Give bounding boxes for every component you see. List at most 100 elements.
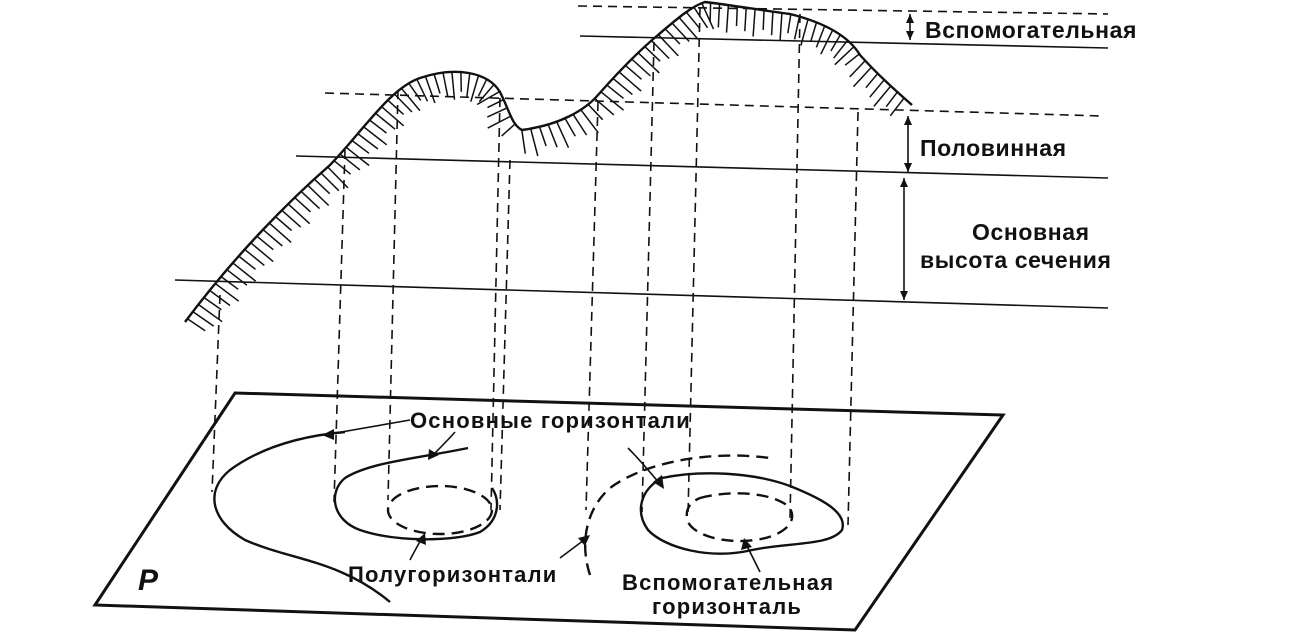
hatch-stroke (232, 262, 257, 282)
dashed-level-top (577, 5, 1109, 15)
label-auxiliary: Вспомогательная (925, 17, 1137, 43)
hatch-stroke (752, 8, 756, 37)
hatch-stroke (478, 84, 495, 103)
hatch-stroke (320, 172, 340, 192)
hatch-stroke (470, 75, 480, 102)
hatch-stroke (486, 107, 508, 118)
terrain-profile (184, 0, 913, 323)
hatch-stroke (363, 126, 388, 146)
left-half-contour (386, 484, 494, 536)
hatch-stroke (477, 78, 488, 97)
hatch-stroke (810, 22, 818, 41)
dashed-level-lines (324, 5, 1109, 117)
label-main-line1: Основная (972, 219, 1090, 245)
label-half: Половинная (920, 135, 1067, 161)
hatch-stroke (250, 242, 274, 263)
hatch-stroke (701, 2, 715, 30)
label-half-contours: Полугоризонтали (348, 562, 558, 587)
hatch-stroke (885, 91, 898, 108)
map-plane (92, 391, 1006, 632)
hatch-stroke (238, 255, 256, 270)
hatch-stroke (203, 296, 222, 311)
projection-lines (211, 7, 859, 526)
label-main-contours: Основные горизонтали (410, 408, 691, 433)
hatch-stroke (442, 72, 449, 97)
hatch-stroke (800, 19, 809, 46)
hatch-stroke (209, 289, 231, 307)
height-dimension-arrows (900, 14, 914, 300)
hatch-stroke (762, 10, 765, 30)
hatch-stroke (618, 71, 642, 92)
hatch-stroke (631, 58, 651, 77)
hatch-stroke (564, 117, 576, 137)
hatch-stroke (345, 146, 370, 167)
hatch-stroke (374, 112, 396, 130)
hatch-stroke (833, 39, 849, 59)
contours (213, 430, 844, 603)
right-half-contour (584, 454, 771, 576)
hatch-stroke (849, 60, 866, 78)
hatch-stroke (834, 46, 855, 66)
hatch-stroke (393, 93, 413, 113)
hatch-stroke (815, 25, 826, 48)
hatch-stroke (606, 84, 624, 99)
hatch-stroke (637, 52, 660, 74)
hatch-stroke (327, 166, 349, 189)
hatch-stroke (186, 318, 206, 332)
hatch-stroke (381, 106, 405, 127)
hatch-stroke (556, 121, 570, 149)
hatch-stroke (717, 3, 721, 28)
hatch-stroke (844, 53, 860, 66)
hatch-stroke (275, 216, 293, 232)
hatch-stroke (587, 103, 604, 121)
hatch-stroke (852, 66, 872, 88)
label-aux-contour-line1: Вспомогательная (622, 570, 834, 595)
terrain-hatching (186, 2, 905, 332)
hatch-stroke (787, 14, 792, 34)
hatch-stroke (612, 77, 633, 96)
hatch-stroke (487, 115, 512, 129)
hatch-stroke (476, 90, 501, 106)
hatch-stroke (735, 6, 739, 27)
hatch-stroke (281, 209, 302, 228)
hatch-stroke (300, 190, 321, 210)
hatch-stroke (226, 269, 248, 286)
hatch-stroke (744, 7, 747, 32)
hatch-stroke (873, 85, 892, 107)
hatch-stroke (664, 28, 681, 45)
hatch-stroke (197, 303, 223, 323)
hatch-stroke (256, 235, 274, 251)
hatch-stroke (830, 34, 841, 52)
hatch-stroke (433, 73, 441, 94)
level-line-main-lower (174, 279, 1109, 309)
hatch-stroke (624, 64, 642, 80)
hatch-stroke (387, 99, 405, 115)
hatch-stroke (424, 76, 436, 104)
hatch-stroke (351, 139, 370, 154)
hatch-stroke (678, 17, 699, 40)
hatch-stroke (572, 113, 588, 136)
level-line-auxiliary (579, 35, 1109, 49)
right-main-contour (639, 472, 844, 555)
hatch-stroke (214, 282, 240, 302)
level-lines (174, 35, 1109, 309)
hatch-stroke (408, 82, 422, 101)
hatch-stroke (547, 124, 558, 148)
hatch-stroke (644, 46, 661, 62)
dashed-level-half (324, 92, 1103, 117)
hatch-stroke (521, 129, 527, 154)
hatch-stroke (369, 119, 387, 134)
hatch-stroke (487, 98, 504, 109)
hatch-stroke (451, 71, 456, 100)
hatch-stroke (793, 16, 801, 40)
hatch-stroke (600, 91, 625, 111)
hatch-stroke (657, 34, 679, 57)
hatch-stroke (671, 22, 690, 43)
hatch-stroke (594, 97, 615, 116)
plane-label: P (138, 564, 159, 597)
leader-arrows (322, 419, 761, 573)
hatch-stroke (580, 109, 599, 134)
hatch-stroke (709, 2, 712, 23)
hatch-stroke (501, 123, 516, 137)
